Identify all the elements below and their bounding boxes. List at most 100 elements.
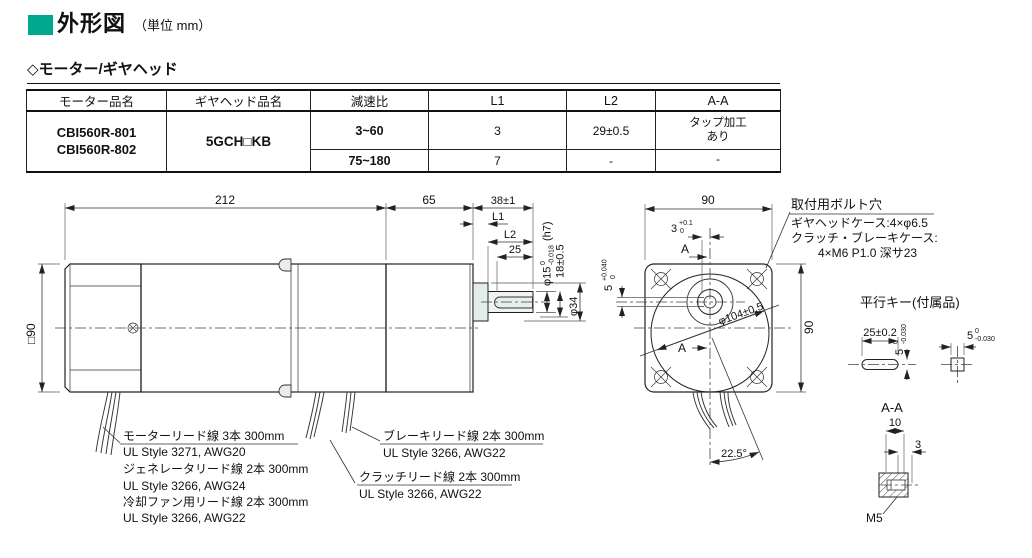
dim-front-width: 90 (701, 193, 715, 207)
motor-name-cell: CBI560R-801 CBI560R-802 (26, 110, 167, 173)
dim-keyway-width-label: 5 +0.040 0 (602, 259, 618, 291)
parallel-key-detail: 平行キー(付属品) 25±0.2 5 0 -0.030 5 0 -0.030 (848, 295, 995, 384)
lead-note-motor-1: UL Style 3271, AWG20 (123, 445, 246, 459)
dim-overall-length: 212 (215, 193, 235, 207)
dim-pilot-label: φ104±0.5 (717, 301, 765, 328)
svg-text:+0.1: +0.1 (679, 220, 693, 227)
bolt-head-bottom (278, 384, 292, 398)
dim-shaft-dia-label: φ15 0 -0.018 (h7) (540, 221, 556, 286)
svg-text:0: 0 (893, 340, 900, 344)
clutch-lead-leader (329, 439, 512, 486)
table-row: CBI560R-801 CBI560R-802 5GCH□KB 3~60 3 2… (26, 110, 781, 173)
dim-front-height: 90 (802, 320, 816, 334)
key-end-centerlines (941, 346, 975, 384)
dim-angle-label: 22.5° (721, 448, 747, 460)
dim-boss-label: φ34 (568, 297, 580, 316)
page-header: 外形図 （単位 mm） (28, 13, 211, 35)
tap-leader (882, 496, 898, 515)
section-mark-a-top: A (681, 242, 689, 256)
gearhead-name-cell: 5GCH□KB (166, 110, 311, 173)
top-extension-lines (64, 203, 534, 289)
lead-note-motor-0: モーターリード線 3本 300mm (123, 428, 284, 443)
svg-text:0: 0 (610, 275, 617, 279)
table-row: 75~180 7 - - (27, 149, 781, 173)
brake-lead-notes: ブレーキリード線 2本 300mm UL Style 3266, AWG22 (351, 426, 544, 460)
l2-cell: - (566, 149, 656, 173)
svg-text:5: 5 (603, 285, 615, 291)
bolt-callout-line3: 4×M6 P1.0 深サ23 (818, 246, 917, 260)
lead-note-brake-1: UL Style 3266, AWG22 (383, 446, 506, 460)
brake-lead-wires (305, 391, 325, 440)
section-aa-detail: A-A 10 3 M5 (866, 400, 926, 525)
section-mark-a-bottom: A (678, 341, 686, 355)
lead-note-clutch-0: クラッチリード線 2本 300mm (359, 469, 520, 484)
svg-text:3: 3 (671, 223, 677, 235)
svg-text:□90: □90 (24, 323, 38, 344)
aa-cell: タップ加工 あり (655, 110, 781, 150)
key-length-extensions (861, 337, 899, 356)
key-title: 平行キー(付属品) (860, 295, 960, 310)
bolt-hole-icon (650, 268, 672, 290)
dim-shaft-extension: 38±1 (491, 195, 515, 207)
svg-text:-0.030: -0.030 (975, 336, 995, 343)
bolt-callout-leader (765, 211, 934, 269)
ratio-cell: 3~60 (310, 110, 429, 150)
svg-text:φ104±0.5: φ104±0.5 (717, 301, 765, 328)
section-subtitle: ◇モーター/ギヤヘッド (27, 58, 780, 84)
dim-l2-label: L2 (504, 229, 516, 241)
col-header-l2: L2 (566, 89, 656, 112)
svg-text:0: 0 (975, 328, 979, 335)
front-view: 90 3 +0.1 0 A A 90 φ104±0.5 (602, 193, 816, 466)
dim-18-label: 18±0.5 (555, 244, 567, 278)
dim-key-height-label: 5 0 -0.030 (893, 324, 909, 355)
col-header-l1: L1 (428, 89, 567, 112)
ratio-cell: 75~180 (310, 149, 429, 173)
bolt-hole-icon (746, 268, 768, 290)
svg-text:18±0.5: 18±0.5 (555, 244, 567, 278)
bolt-callout-title: 取付用ボルト穴 (791, 197, 882, 212)
motor-name-1: CBI560R-801 (56, 124, 137, 140)
l2-cell: 29±0.5 (566, 110, 656, 150)
bolt-hole-icon (650, 366, 672, 388)
bolt-hole-icon (746, 366, 768, 388)
tap-label: M5 (866, 511, 883, 525)
col-header-aa: A-A (655, 89, 781, 112)
dim-key-length: 25 (509, 244, 521, 256)
dim-key-length: 25±0.2 (863, 327, 897, 339)
sec10-extensions (885, 434, 905, 478)
svg-text:-0.030: -0.030 (901, 324, 908, 344)
lead-note-motor-5: UL Style 3266, AWG22 (123, 511, 246, 525)
dim-l1-label: L1 (492, 211, 504, 223)
lead-note-motor-3: UL Style 3266, AWG24 (123, 479, 246, 493)
col-header-motor: モーター品名 (26, 89, 167, 112)
brake-lead-leader (351, 426, 543, 445)
svg-text:0: 0 (680, 228, 684, 235)
svg-text:90: 90 (802, 320, 816, 334)
angle-reference-line (711, 337, 764, 461)
front-lead-wires (692, 391, 737, 430)
spec-table: モーター品名 ギヤヘッド品名 減速比 L1 L2 A-A CBI560R-801… (26, 89, 781, 173)
clutch-lead-wires (341, 391, 356, 434)
l1-cell: 3 (428, 110, 567, 150)
front-top-extensions (644, 204, 773, 260)
svg-text:0: 0 (540, 261, 547, 265)
bolt-callout-line1: ギヤヘッドケース:4×φ6.5 (791, 216, 928, 230)
spec-table-header-row: モーター品名 ギヤヘッド品名 減速比 L1 L2 A-A (26, 89, 781, 112)
angle-arc (709, 451, 760, 465)
unit-note: （単位 mm） (134, 18, 212, 33)
svg-text:5: 5 (967, 330, 973, 342)
svg-text:5: 5 (894, 349, 906, 355)
lead-note-clutch-1: UL Style 3266, AWG22 (359, 487, 482, 501)
lead-note-brake-0: ブレーキリード線 2本 300mm (383, 428, 544, 443)
bolt-callout-line2: クラッチ・ブレーキケース: (791, 230, 938, 245)
aa-cell: - (655, 149, 781, 173)
bolt-head-top (278, 258, 292, 272)
dim-gearhead-length: 65 (422, 193, 436, 207)
l1-cell: 7 (428, 149, 567, 173)
pilot-dim-line (656, 310, 765, 351)
lead-note-motor-2: ジェネレータリード線 2本 300mm (123, 461, 308, 476)
svg-text:(h7): (h7) (542, 221, 554, 241)
col-header-gearhead: ギヤヘッド品名 (166, 89, 311, 112)
